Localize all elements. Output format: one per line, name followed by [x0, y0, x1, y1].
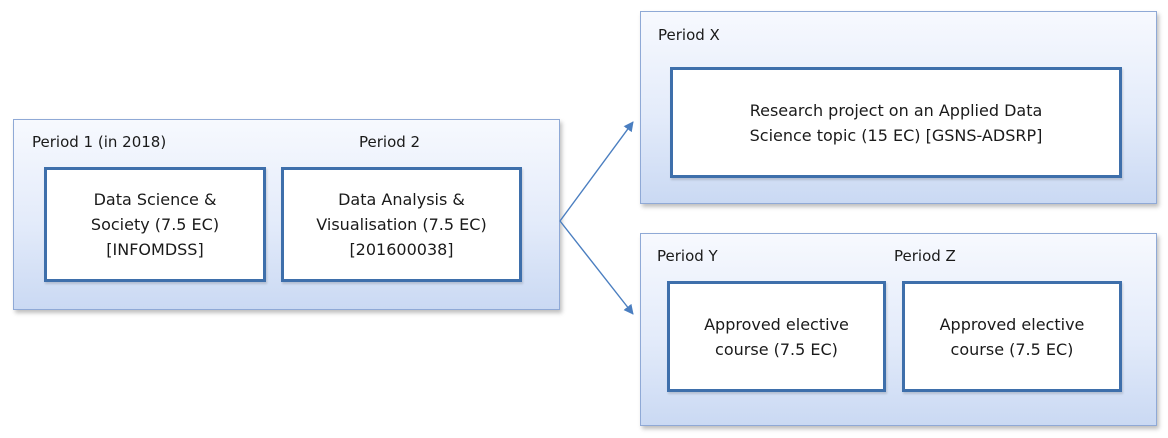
arrow-to-period-yz: [559, 220, 634, 315]
course-line: [INFOMDSS]: [106, 240, 204, 259]
course-data-analysis-visualisation: Data Analysis & Visualisation (7.5 EC) […: [281, 167, 522, 282]
course-elective-2: Approved elective course (7.5 EC): [902, 281, 1122, 392]
course-data-science-society: Data Science & Society (7.5 EC) [INFOMDS…: [44, 167, 266, 282]
course-line: Approved elective: [704, 314, 849, 334]
course-line: Approved elective: [939, 314, 1085, 334]
course-line: course (7.5 EC): [715, 339, 838, 359]
course-line: [201600038]: [349, 240, 454, 259]
course-line: Visualisation (7.5 EC): [316, 215, 487, 234]
period-2-label: Period 2: [359, 133, 421, 151]
period-y-label: Period Y: [657, 247, 718, 265]
course-line: Society (7.5 EC): [90, 215, 220, 234]
course-line: Science topic (15 EC) [GSNS-ADSRP]: [749, 125, 1043, 145]
arrow-to-period-x: [559, 121, 634, 222]
course-line: Data Science &: [93, 190, 217, 209]
course-elective-1: Approved elective course (7.5 EC): [667, 281, 886, 392]
course-line: Research project on an Applied Data: [749, 100, 1043, 120]
course-line: course (7.5 EC): [950, 339, 1074, 359]
course-research-project: Research project on an Applied Data Scie…: [670, 67, 1122, 178]
period-1-label: Period 1 (in 2018): [32, 133, 167, 151]
course-line: Data Analysis &: [338, 190, 465, 209]
period-x-label: Period X: [658, 26, 720, 44]
period-z-label: Period Z: [894, 247, 956, 265]
